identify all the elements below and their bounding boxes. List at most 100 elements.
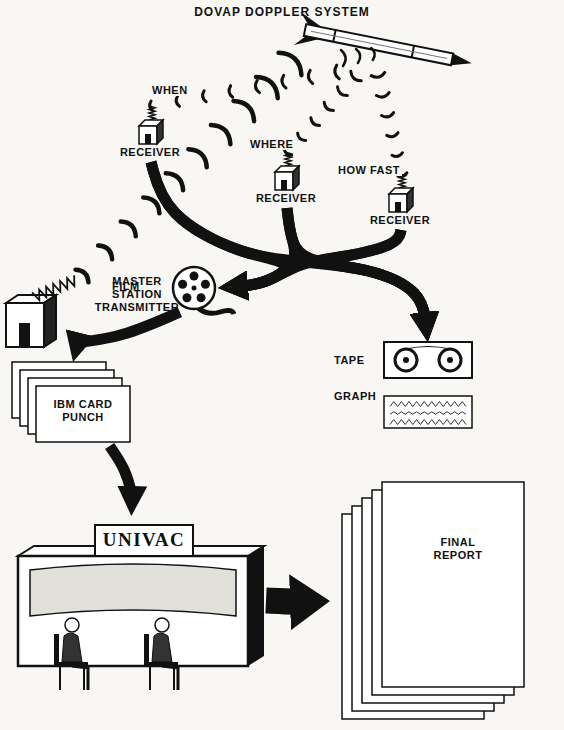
signal-label: HOW FAST [336, 164, 402, 176]
wave-front [279, 53, 302, 75]
wave-front [311, 118, 320, 126]
receiver-door [145, 134, 151, 144]
wave-front [282, 75, 286, 88]
receiver-side [293, 166, 299, 190]
chair-back [144, 634, 149, 666]
receiver-station: RECEIVER [118, 120, 184, 162]
tape-band [406, 347, 450, 350]
receiver-door [281, 180, 287, 190]
receiver-side [407, 188, 413, 212]
building-door [19, 323, 30, 347]
name-sign: UNIVAC [94, 524, 194, 557]
missile-nose [451, 54, 473, 70]
wave-front [256, 77, 278, 98]
label-holder: WHEN [150, 80, 190, 98]
missile-illustration [294, 12, 475, 80]
graph-trace [390, 402, 466, 407]
signal-label: WHEN [150, 84, 190, 96]
antenna-coil [285, 152, 291, 166]
reel-hub [192, 286, 197, 291]
wave-front [188, 149, 206, 167]
receiver-front [389, 194, 407, 212]
wave-front [371, 72, 385, 77]
graph-trace [390, 420, 466, 425]
wave-front [382, 113, 394, 117]
console-front [18, 556, 248, 666]
film-strip [198, 308, 234, 314]
graph-trace [390, 412, 466, 415]
node-label: IBM CARD PUNCH [42, 398, 124, 424]
tape-hub [403, 357, 409, 363]
label-holder: HOW FAST [336, 160, 402, 178]
reel-rim [173, 267, 215, 309]
node-label: RECEIVER [368, 214, 432, 227]
wave-front [337, 87, 347, 96]
transmitter-station: MASTER STATION TRANSMITTER [4, 255, 184, 350]
graph-recorder: GRAPH [334, 390, 474, 430]
operator-body [152, 633, 172, 662]
diagram-title: DOVAP DOPPLER SYSTEM [140, 5, 424, 19]
receiver-side [157, 120, 163, 144]
wave-front [392, 153, 403, 157]
chair-leg [83, 666, 85, 690]
label-holder: WHERE [248, 134, 295, 152]
wave-front [351, 71, 361, 80]
flow-arrow [77, 312, 179, 345]
wave-front [121, 221, 136, 236]
wave-front [387, 133, 398, 137]
receiver-door [395, 202, 401, 212]
card-stack: IBM CARD PUNCH [12, 362, 134, 446]
console-side [248, 546, 264, 666]
flow-arrow [317, 230, 425, 324]
antenna-coil [149, 106, 155, 120]
node-label: FINAL REPORT [426, 536, 490, 562]
wave-front [341, 50, 346, 66]
flow-arrow [151, 162, 426, 324]
chair-leg [173, 666, 175, 690]
operator-head [155, 618, 169, 632]
flow-arrow [266, 600, 309, 601]
receiver-station: RECEIVER [254, 166, 320, 208]
reel-hole [201, 280, 210, 289]
wave-front [356, 49, 360, 63]
wave-front [308, 70, 312, 83]
operator-body [62, 633, 82, 662]
graph-paper [384, 396, 472, 428]
building-front [6, 303, 44, 347]
node-label: FILM [112, 280, 156, 293]
node-label: RECEIVER [254, 192, 318, 205]
tape-recorder: TAPE [334, 342, 474, 380]
node-outline [330, 480, 530, 722]
operator-head [65, 618, 79, 632]
wave-front [324, 102, 333, 110]
report-stack: FINAL REPORT [330, 480, 530, 722]
report-page [382, 482, 524, 687]
chair-back [54, 634, 59, 666]
wave-front [229, 86, 233, 98]
flow-arrow [110, 446, 132, 498]
signal-label: WHERE [248, 138, 295, 150]
wave-front [98, 246, 112, 260]
wave-front [255, 81, 259, 93]
wave-front [376, 92, 389, 97]
reel-hole [190, 272, 199, 281]
wave-front [211, 125, 231, 144]
reel-hole [197, 293, 206, 302]
tape-case [384, 342, 472, 378]
wave-front [143, 197, 159, 213]
missile-body [304, 24, 453, 65]
antenna-coil [399, 174, 405, 188]
flow-arrow [151, 162, 285, 287]
tape-hub [447, 357, 453, 363]
node-label: TAPE [334, 354, 380, 367]
punch-card [36, 386, 130, 442]
node-label: GRAPH [334, 390, 382, 403]
operator-leg [72, 666, 88, 690]
wave-front [76, 270, 89, 283]
reel-hole [182, 293, 191, 302]
chair-leg [59, 666, 61, 690]
building-side [44, 295, 56, 347]
wave-front [298, 133, 306, 140]
receiver-front [275, 172, 293, 190]
